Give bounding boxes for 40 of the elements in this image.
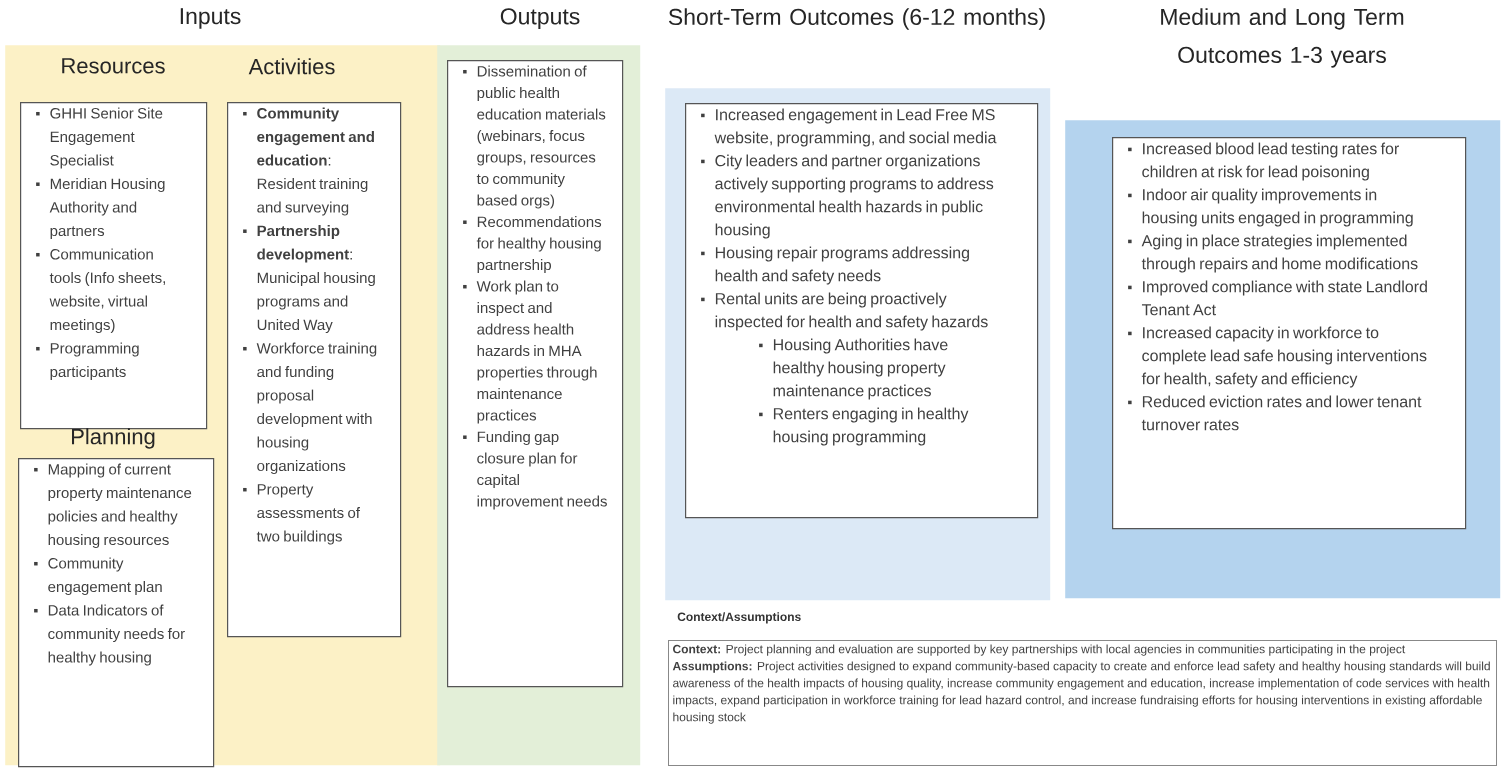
bullet-text: Workforce training and funding proposal development with housing organizations: [256, 342, 377, 475]
section-heading: Context/Assumptions: [677, 612, 801, 624]
bullet-text: Dissemination of public health education materials (webinars, focus groups, resources to community based orgs): [476, 65, 606, 209]
text-box: [685, 103, 1039, 519]
bullet-text: Mapping of current property maintenance policies and healthy housing resources: [48, 463, 192, 549]
bullet-text: Data Indicators of community needs for healthy housing: [48, 604, 185, 666]
bullet-text: Funding gap closure plan for capital improvement needs: [477, 431, 607, 510]
bullet-text: Increased capacity in workforce to complete lead safe housing interventions for health, safety and efficiency: [1141, 326, 1427, 388]
bullet-text: Partnership development: Municipal housing programs and United Way: [257, 225, 375, 334]
bullet-text: Housing repair programs addressing health and safety needs: [715, 246, 969, 285]
bullet-text: Meridian Housing Authority and partners: [49, 178, 165, 240]
column-heading: Inputs: [180, 8, 241, 29]
bullet-text: Property assessments of two buildings: [256, 484, 360, 545]
section-heading: Activities: [248, 58, 335, 75]
bullet-text: Renters engaging in healthy housing programming: [773, 407, 969, 446]
bullet-text: Reduced eviction rates and lower tenant turnover rates: [1141, 395, 1422, 431]
bullet-text: City leaders and partner organizations actively supporting programs to address environmental health hazards in public housing: [715, 154, 994, 239]
paragraph-text: Context: Project planning and evaluation are supported by key partnerships with local agencies in communities participating in the project: [673, 644, 1406, 656]
bullet-text: Community engagement and education: Resident training and surveying: [257, 107, 374, 216]
section-heading: Resources: [62, 58, 165, 74]
bullet-text: Improved compliance with state Landlord Tenant Act: [1141, 280, 1427, 316]
text-box: [447, 60, 624, 688]
bullet-text: Programming participants: [50, 342, 139, 381]
bullet-text: Increased engagement in Lead Free MS website, programming, and social media: [714, 108, 997, 147]
bullet-text: Rental units are being proactively inspected for health and safety hazards: [715, 292, 988, 331]
bullet-text: Increased blood lead testing rates for children at risk for lead poisoning: [1142, 142, 1399, 181]
bullet-text: Work plan to inspect and address health hazards in MHA properties through maintenance practices: [476, 280, 597, 424]
bullet-text: Communication tools (Info sheets, website, virtual meetings): [49, 248, 165, 334]
bullet-text: Indoor air quality improvements in housing units engaged in programming: [1142, 188, 1413, 227]
column-heading: Medium and Long Term Outcomes 1-3 years: [1161, 8, 1404, 68]
column-heading: Short-Term Outcomes (6-12 months): [668, 8, 1045, 30]
bullet-text: Recommendations for healthy housing partnership: [476, 216, 602, 274]
text-box: [1112, 137, 1467, 530]
paragraph-text: Assumptions: Project activities designed to expand community-based capacity to create and enforce lead safety and healthy housing standards will build awareness of the health impacts of housing quality, increase community engagement and education, increase implementation of code services with health impacts, expand participation in workforce training for lead hazard control, and increase fundraising efforts for housing interventions in existing affordable housing stock: [672, 661, 1490, 724]
bullet-text: GHHI Senior Site Engagement Specialist: [50, 107, 163, 169]
section-heading: Planning: [72, 428, 155, 449]
bullet-text: Housing Authorities have healthy housing property maintenance practices: [773, 338, 948, 400]
column-heading: Outputs: [500, 8, 580, 29]
bullet-text: Community engagement plan: [48, 557, 162, 596]
bullet-text: Aging in place strategies implemented through repairs and home modifications: [1141, 234, 1418, 273]
